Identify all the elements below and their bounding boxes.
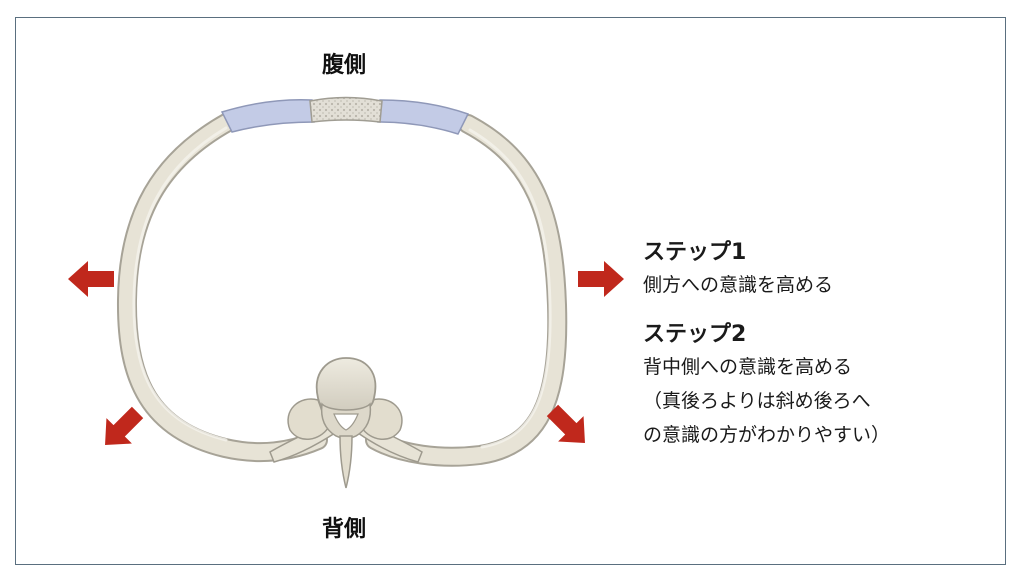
step-2-line-1: 背中側への意識を高める <box>643 356 853 378</box>
arrow-down-right-icon <box>546 404 585 443</box>
step-1-title: ステップ1 <box>643 240 747 265</box>
sternum <box>309 96 383 123</box>
steps-panel: ステップ1 側方への意識を高める ステップ2 背中側への意識を高める （真後ろよ… <box>643 238 890 452</box>
arrow-down-left-icon <box>105 406 144 445</box>
step-1-line-1: 側方への意識を高める <box>643 274 834 296</box>
ventral-label: 腹側 <box>322 53 367 78</box>
diagram-frame <box>15 17 1006 565</box>
step-2-line-2: （真後ろよりは斜め後ろへ <box>643 390 871 412</box>
step-2-title: ステップ2 <box>643 322 747 347</box>
costal-cartilage-left <box>220 99 315 133</box>
vertebra <box>269 357 423 489</box>
costal-cartilage-right <box>377 99 470 135</box>
rib-ring <box>116 112 568 467</box>
arrow-left-icon <box>68 261 114 297</box>
step-2-line-3: の意識の方がわかりやすい） <box>643 424 891 446</box>
dorsal-label: 背側 <box>322 517 367 542</box>
arrow-right-icon <box>578 261 624 297</box>
